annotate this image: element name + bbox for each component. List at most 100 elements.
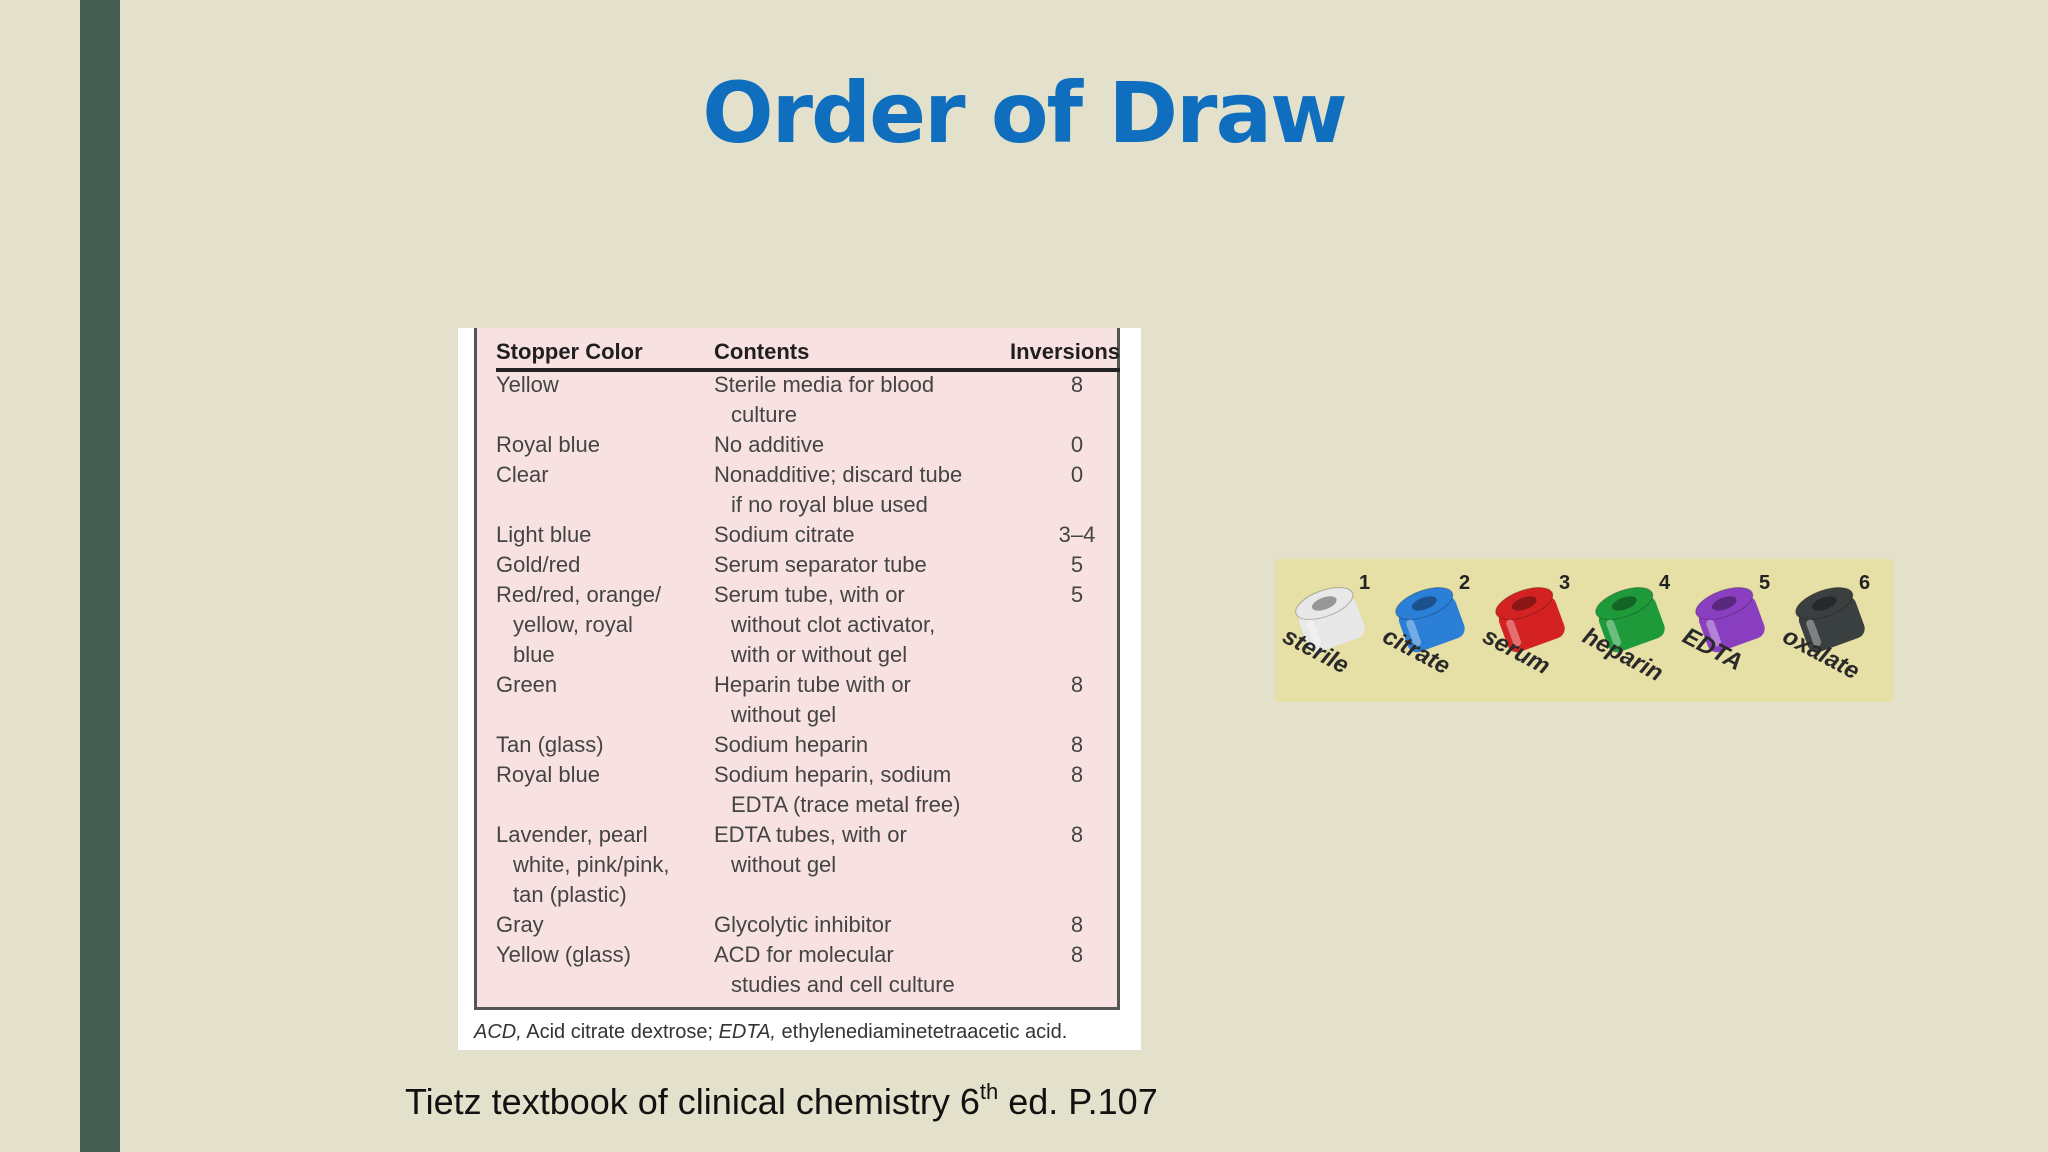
table-row: Lavender, pearl white, pink/pink, tan (pla…: [496, 820, 1120, 910]
tube-stopper: [1595, 587, 1665, 653]
tube-stopper: [1795, 587, 1865, 653]
stopper-highlight: [1606, 619, 1622, 647]
cell-inversions: 8: [1070, 762, 1084, 787]
cell-stopper-color-line: Yellow (glass): [496, 942, 631, 967]
table-header-row: Stopper Color Contents Inversions: [496, 336, 1120, 372]
tube-number: 6: [1859, 572, 1870, 594]
cell-stopper-color-line: Lavender, pearl: [496, 822, 648, 847]
cell-stopper-color: Clear: [496, 460, 714, 520]
cell-contents-line: if no royal blue used: [731, 492, 928, 517]
cell-stopper-color-line: white, pink/pink,: [513, 852, 670, 877]
stopper-highlight: [1306, 619, 1322, 647]
header-contents: Contents: [714, 339, 810, 364]
header-stopper-color: Stopper Color: [496, 339, 643, 364]
tube-number: 3: [1559, 572, 1570, 594]
stopper-hole: [1311, 596, 1337, 611]
footnote-def-acd: Acid citrate dextrose;: [521, 1021, 719, 1043]
footnote-def-edta: ethylenediaminetetraacetic acid.: [775, 1021, 1068, 1043]
cell-contents: Nonadditive; discard tube if no royal blu…: [714, 460, 1034, 520]
cell-contents: Sodium heparin: [714, 730, 1034, 760]
cell-contents-line: without clot activator,: [731, 612, 936, 637]
cell-contents-line: EDTA (trace metal free): [731, 792, 961, 817]
stopper-top: [1595, 587, 1654, 620]
cell-stopper-color: Tan (glass): [496, 730, 714, 760]
cell-stopper-color: Yellow: [496, 370, 714, 430]
cell-contents-line: ACD for molecular: [714, 942, 894, 967]
cell-stopper-color-line: Tan (glass): [496, 732, 604, 757]
stopper-hole: [1611, 596, 1637, 611]
cell-inversions: 8: [1070, 672, 1084, 697]
cell-inversions: 8: [1070, 912, 1084, 937]
stopper-hole: [1711, 596, 1737, 611]
cell-stopper-color: Gold/red: [496, 550, 714, 580]
cell-contents-line: Sodium citrate: [714, 522, 855, 547]
stopper-top: [1695, 587, 1754, 620]
cell-stopper-color: Royal blue: [496, 430, 714, 460]
tube-stopper: [1295, 587, 1365, 653]
citation-superscript: th: [979, 1079, 999, 1104]
cell-contents: Glycolytic inhibitor: [714, 910, 1034, 940]
cell-stopper-color: Light blue: [496, 520, 714, 550]
cell-inversions: 8: [1070, 822, 1084, 847]
source-citation: Tietz textbook of clinical chemistry 6th…: [405, 1077, 1158, 1127]
order-of-draw-table-image: Stopper Color Contents Inversions Yellow…: [458, 328, 1141, 1050]
side-accent-bar: [80, 0, 120, 1152]
cell-stopper-color: Green: [496, 670, 714, 730]
cell-stopper-color: Yellow (glass): [496, 940, 714, 1000]
cell-inversions: 3–4: [1058, 522, 1096, 547]
cell-inversions: 5: [1070, 582, 1084, 607]
tube-stopper: [1695, 587, 1765, 653]
stopper-highlight: [1806, 619, 1822, 647]
cell-inversions: 0: [1070, 462, 1084, 487]
cell-inversions: 8: [1070, 942, 1084, 967]
tube-number: 2: [1459, 572, 1470, 594]
cell-inversions: 8: [1070, 732, 1084, 757]
stopper-top: [1295, 587, 1354, 620]
stopper-highlight: [1706, 619, 1722, 647]
tube-number: 4: [1659, 572, 1671, 594]
cell-contents-line: No additive: [714, 432, 825, 457]
cell-contents-line: Heparin tube with or: [714, 672, 911, 697]
cell-contents-line: Sodium heparin: [714, 732, 869, 757]
stopper-highlight: [1406, 619, 1422, 647]
cell-stopper-color-line: Gray: [496, 912, 544, 937]
tube-number: 5: [1759, 572, 1770, 594]
cell-stopper-color: Lavender, pearl white, pink/pink, tan (pla…: [496, 820, 714, 910]
citation-suffix: ed. P.107: [998, 1081, 1158, 1122]
header-inversions: Inversions: [1009, 339, 1120, 364]
tube-stopper: [1395, 587, 1465, 653]
footnote-abbr-acd: ACD,: [474, 1021, 522, 1043]
cell-stopper-color-line: Light blue: [496, 522, 592, 547]
footnote-abbr-edta: EDTA,: [718, 1021, 776, 1043]
cell-stopper-color: Gray: [496, 910, 714, 940]
cell-stopper-color-line: yellow, royal: [513, 612, 633, 637]
cell-contents-line: Nonadditive; discard tube: [714, 462, 963, 487]
cell-stopper-color-line: Yellow: [496, 372, 559, 397]
cell-inversions: 5: [1070, 552, 1084, 577]
table-row: Tan (glass) Sodium heparin 8: [496, 730, 1120, 760]
cell-stopper-color-line: Gold/red: [496, 552, 581, 577]
stopper-hole: [1811, 596, 1837, 611]
cell-stopper-color-line: Royal blue: [496, 762, 600, 787]
cell-stopper-color-line: Green: [496, 672, 558, 697]
table-row: Gray Glycolytic inhibitor 8: [496, 910, 1120, 940]
stopper-hole: [1511, 596, 1537, 611]
stopper-top: [1395, 587, 1454, 620]
stopper-hole: [1411, 596, 1437, 611]
cell-contents-line: Sterile media for blood: [714, 372, 935, 397]
cell-stopper-color-line: tan (plastic): [513, 882, 627, 907]
citation-text: Tietz textbook of clinical chemistry 6: [405, 1081, 980, 1122]
